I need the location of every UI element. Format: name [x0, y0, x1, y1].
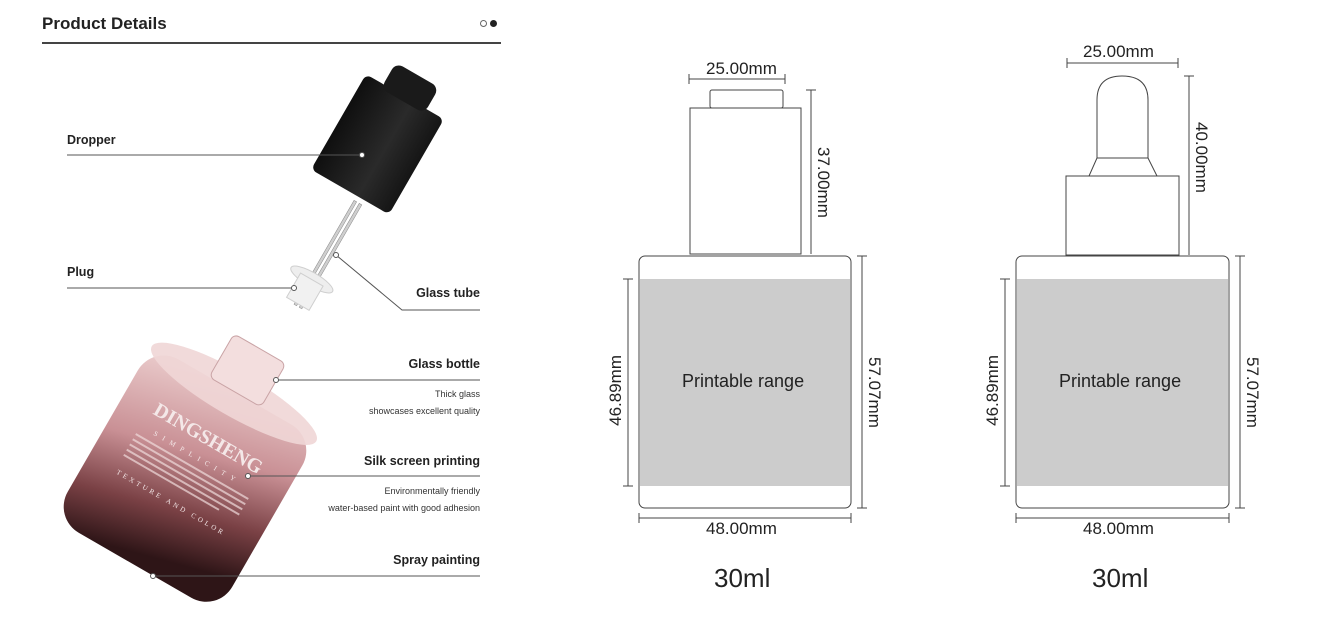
callout-plug: Plug — [67, 265, 95, 279]
callout-silk-screen-detail-2: water-based paint with good adhesion — [328, 503, 480, 513]
body-width-label: 48.00mm — [1083, 519, 1154, 538]
volume-label: 30ml — [1092, 563, 1149, 593]
body-height-label: 57.07mm — [1243, 357, 1262, 428]
pager-dot-2[interactable] — [490, 20, 497, 27]
dropper-cap-shape — [313, 65, 442, 213]
printable-height-label: 46.89mm — [983, 355, 1002, 426]
callout-spray-painting: Spray painting — [393, 553, 480, 567]
printable-height-label: 46.89mm — [606, 355, 625, 426]
printable-range-label: Printable range — [1059, 371, 1182, 391]
page-title: Product Details — [42, 14, 167, 33]
pager-dot-1[interactable] — [480, 20, 487, 27]
callout-glass-bottle-detail-2: showcases excellent quality — [368, 406, 480, 416]
callout-glass-bottle: Glass bottle — [408, 357, 480, 371]
volume-label: 30ml — [714, 563, 771, 593]
cap-width-label: 25.00mm — [706, 59, 777, 78]
title-divider — [42, 42, 501, 44]
cap-height-label: 37.00mm — [814, 147, 833, 218]
callout-glass-tube: Glass tube — [416, 286, 480, 300]
callout-dropper: Dropper — [67, 133, 116, 147]
printable-range-label: Printable range — [682, 371, 805, 391]
carousel-pager — [480, 20, 497, 27]
callout-silk-screen-detail-1: Environmentally friendly — [384, 486, 480, 496]
plug-shape — [285, 265, 334, 311]
glass-bottle-shape: DINGSHENG SIMPLICITY TEXTURE AND COLOR — [63, 335, 318, 602]
cap-height-label: 40.00mm — [1192, 122, 1211, 193]
cap-width-label: 25.00mm — [1083, 42, 1154, 61]
drawing-press-cap — [623, 74, 867, 523]
body-height-label: 57.07mm — [865, 357, 884, 428]
drawing-dropper-cap — [1000, 58, 1245, 523]
body-width-label: 48.00mm — [706, 519, 777, 538]
callout-silk-screen: Silk screen printing — [363, 454, 480, 468]
callout-glass-bottle-detail-1: Thick glass — [434, 389, 480, 399]
